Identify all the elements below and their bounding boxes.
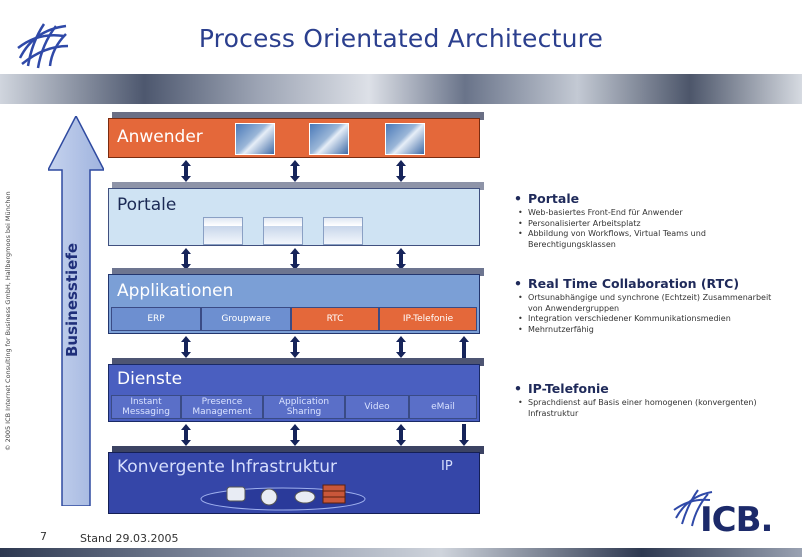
service-cell-presence-management: Presence Management bbox=[181, 395, 263, 419]
layer-dienste: Dienste Instant Messaging Presence Manag… bbox=[108, 364, 480, 422]
layer-anwender: Anwender bbox=[108, 118, 480, 158]
bullet-item: Sprachdienst auf Basis einer homogenen (… bbox=[514, 398, 784, 419]
user-photo-2 bbox=[309, 123, 349, 155]
section-ip-telefonie: IP-Telefonie Sprachdienst auf Basis eine… bbox=[514, 381, 784, 419]
double-arrow-icon bbox=[181, 336, 191, 358]
double-arrow-icon bbox=[181, 424, 191, 446]
app-cell-groupware: Groupware bbox=[201, 307, 291, 331]
side-copyright: © 2005 ICB Internet Consulting for Busin… bbox=[4, 191, 12, 451]
icb-globe-logo-icon bbox=[673, 489, 713, 527]
section-portale: Portale Web-basiertes Front-End für Anwe… bbox=[514, 191, 784, 250]
ip-tag: IP bbox=[441, 459, 453, 474]
user-photo-3 bbox=[385, 123, 425, 155]
section-rtc: Real Time Collaboration (RTC) Ortsunabhä… bbox=[514, 276, 784, 335]
section-heading-ip-telefonie: IP-Telefonie bbox=[514, 381, 784, 396]
double-arrow-icon bbox=[290, 160, 300, 182]
bullet-item: Abbildung von Workflows, Virtual Teams u… bbox=[514, 229, 784, 250]
dienste-top-face bbox=[112, 358, 484, 366]
layer-title-anwender: Anwender bbox=[117, 127, 203, 147]
portal-screenshot-2 bbox=[263, 217, 303, 245]
layer-infrastruktur: Konvergente Infrastruktur IP bbox=[108, 452, 480, 514]
layer-title-dienste: Dienste bbox=[117, 369, 183, 389]
service-cell-application-sharing: Application Sharing bbox=[263, 395, 345, 419]
double-arrow-icon bbox=[396, 160, 406, 182]
bullet-item: Web-basiertes Front-End für Anwender bbox=[514, 208, 784, 219]
double-arrow-icon bbox=[181, 160, 191, 182]
layer-applikationen: Applikationen ERP Groupware RTC IP-Telef… bbox=[108, 274, 480, 334]
layer-portale: Portale bbox=[108, 188, 480, 246]
application-cells: ERP Groupware RTC IP-Telefonie bbox=[111, 307, 477, 331]
applikationen-top-face bbox=[112, 268, 484, 276]
double-arrow-icon bbox=[396, 424, 406, 446]
globe-logo-icon bbox=[17, 23, 69, 69]
icb-logo-text: ICB. bbox=[700, 500, 773, 540]
service-cell-video: Video bbox=[345, 395, 409, 419]
layer-title-infrastruktur: Konvergente Infrastruktur bbox=[117, 457, 337, 477]
portal-screenshot-1 bbox=[203, 217, 243, 245]
layer-title-applikationen: Applikationen bbox=[117, 281, 234, 301]
top-banner-decoration bbox=[0, 74, 802, 104]
section-heading-portale: Portale bbox=[514, 191, 784, 206]
app-cell-ip-telefonie: IP-Telefonie bbox=[379, 307, 477, 331]
down-arrow-icon bbox=[459, 424, 469, 446]
bullet-item: Ortsunabhängige und synchrone (Echtzeit)… bbox=[514, 293, 784, 314]
section-heading-rtc: Real Time Collaboration (RTC) bbox=[514, 276, 784, 291]
bullet-item: Personalisierter Arbeitsplatz bbox=[514, 219, 784, 230]
double-arrow-icon bbox=[290, 336, 300, 358]
bullet-item: Integration verschiedener Kommunikations… bbox=[514, 314, 784, 325]
service-cell-instant-messaging: Instant Messaging bbox=[111, 395, 181, 419]
portale-top-face bbox=[112, 182, 484, 190]
page-number: 7 bbox=[40, 530, 47, 543]
layer-title-portale: Portale bbox=[117, 195, 177, 215]
portal-screenshot-3 bbox=[323, 217, 363, 245]
double-arrow-icon bbox=[396, 336, 406, 358]
double-arrow-icon bbox=[290, 248, 300, 270]
app-cell-rtc: RTC bbox=[291, 307, 379, 331]
infrastruktur-top-face bbox=[112, 446, 484, 454]
double-arrow-icon bbox=[290, 424, 300, 446]
app-cell-erp: ERP bbox=[111, 307, 201, 331]
double-arrow-icon bbox=[181, 248, 191, 270]
page-title: Process Orientated Architecture bbox=[198, 24, 604, 53]
up-arrow-icon bbox=[459, 336, 469, 358]
double-arrow-icon bbox=[396, 248, 406, 270]
service-cell-email: eMail bbox=[409, 395, 477, 419]
network-cloud-icon bbox=[200, 484, 366, 511]
anwender-top-face bbox=[112, 112, 484, 120]
business-depth-label: Businesstiefe bbox=[63, 242, 81, 358]
business-depth-arrow-icon bbox=[48, 116, 104, 506]
footer-date: Stand 29.03.2005 bbox=[80, 532, 179, 545]
user-photo-1 bbox=[235, 123, 275, 155]
service-cells: Instant Messaging Presence Management Ap… bbox=[111, 395, 477, 419]
bullet-item: Mehrnutzerfähig bbox=[514, 325, 784, 336]
bottom-banner-decoration bbox=[0, 548, 802, 557]
